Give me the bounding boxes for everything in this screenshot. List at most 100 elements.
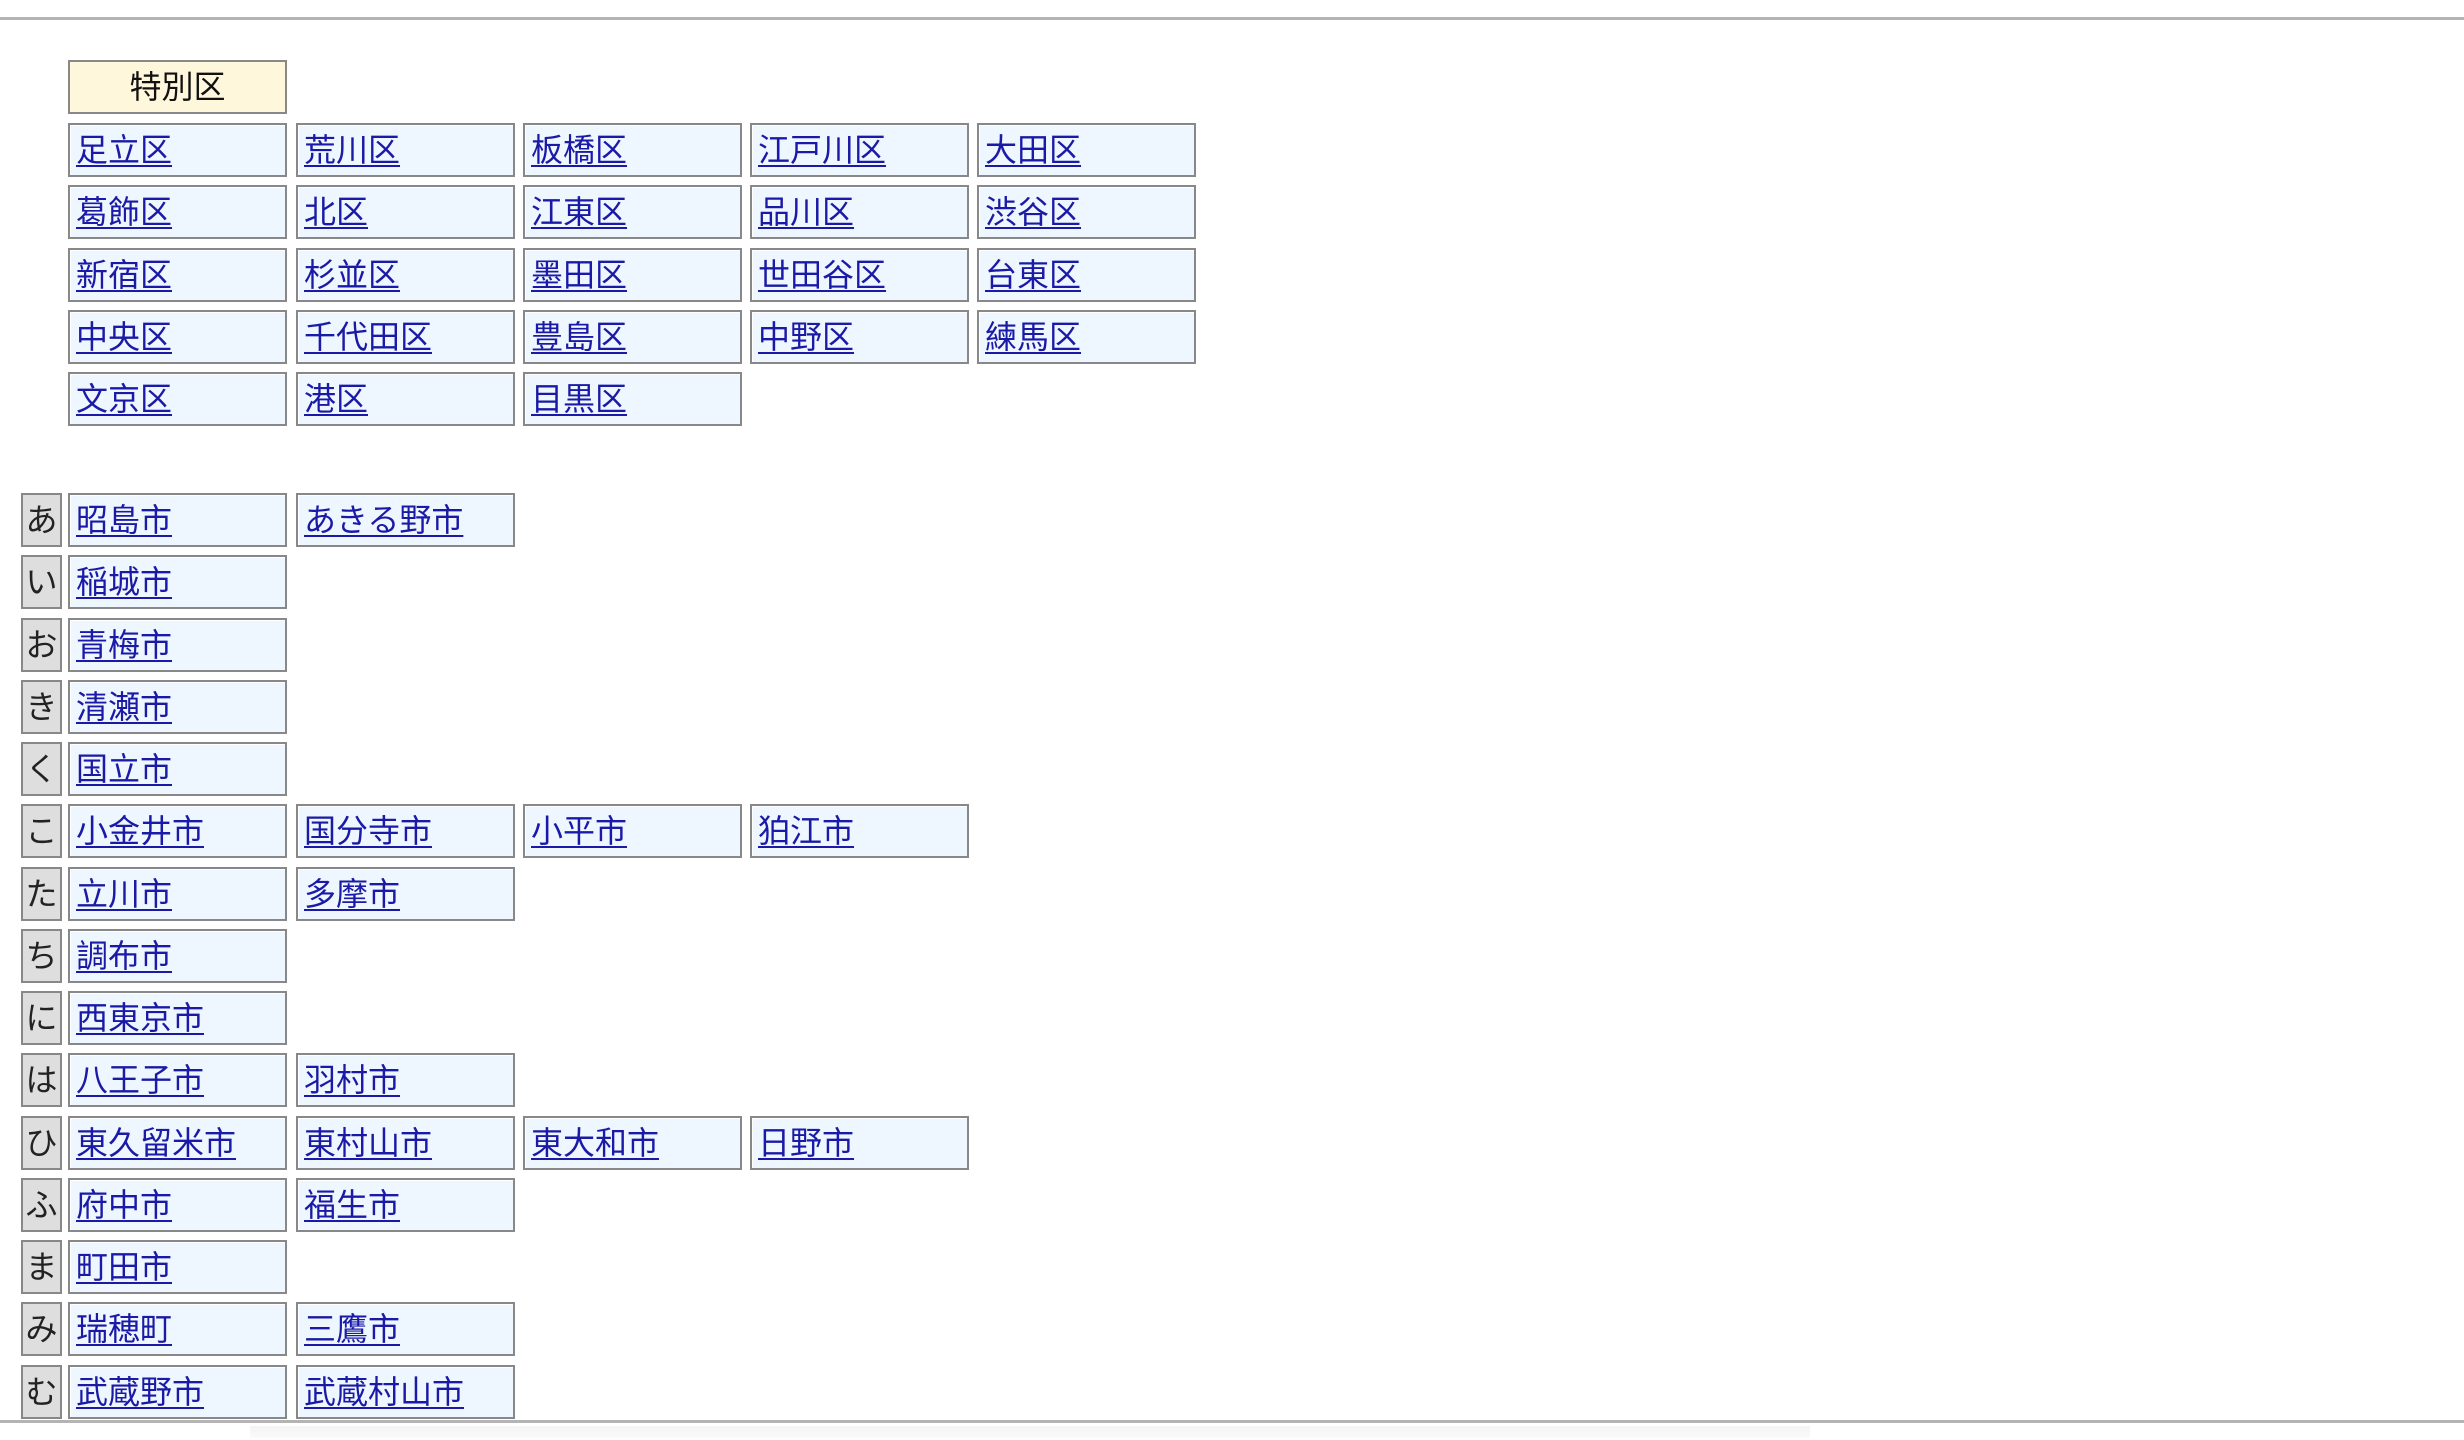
ward-link[interactable]: 荒川区 xyxy=(304,131,401,169)
city-cell: 東久留米市 xyxy=(68,1115,287,1170)
city-cell: 東村山市 xyxy=(296,1115,515,1170)
ward-link[interactable]: 葛飾区 xyxy=(76,193,173,232)
city-link[interactable]: 国分寺市 xyxy=(304,812,433,851)
ward-cell: 文京区 xyxy=(68,372,287,426)
city-link[interactable]: あきる野市 xyxy=(304,501,464,539)
ward-cell: 練馬区 xyxy=(977,309,1196,364)
city-link[interactable]: 小金井市 xyxy=(76,812,205,851)
city-link[interactable]: 青梅市 xyxy=(76,625,173,664)
city-link[interactable]: 八王子市 xyxy=(76,1061,205,1100)
kana-index-label: こ xyxy=(21,804,62,859)
city-cell: 国分寺市 xyxy=(296,804,515,859)
city-cell: 瑞穂町 xyxy=(68,1302,287,1357)
ward-link[interactable]: 大田区 xyxy=(985,131,1082,169)
ward-cell: 品川区 xyxy=(750,185,969,240)
city-link[interactable]: 東村山市 xyxy=(304,1123,433,1162)
city-link[interactable]: 町田市 xyxy=(76,1248,173,1286)
ward-link[interactable]: 板橋区 xyxy=(531,131,628,169)
ward-cell: 江戸川区 xyxy=(750,123,969,177)
ward-link[interactable]: 杉並区 xyxy=(304,255,401,294)
ward-link[interactable]: 港区 xyxy=(304,380,369,418)
ward-cell: 渋谷区 xyxy=(977,185,1196,240)
city-link[interactable]: 狛江市 xyxy=(758,812,855,851)
ward-link[interactable]: 渋谷区 xyxy=(985,193,1082,232)
city-cell: 稲城市 xyxy=(68,555,287,610)
top-divider xyxy=(0,17,2464,20)
ward-cell: 目黒区 xyxy=(523,372,742,426)
ward-link[interactable]: 中野区 xyxy=(758,317,855,356)
ward-link[interactable]: 墨田区 xyxy=(531,255,628,294)
city-link[interactable]: 府中市 xyxy=(76,1185,173,1224)
ward-cell: 葛飾区 xyxy=(68,185,287,240)
city-cell: 青梅市 xyxy=(68,617,287,672)
city-cell: 立川市 xyxy=(68,866,287,921)
city-link[interactable]: 昭島市 xyxy=(76,501,173,539)
ward-link[interactable]: 豊島区 xyxy=(531,317,628,356)
city-link[interactable]: 武蔵野市 xyxy=(76,1372,205,1411)
footer-shadow xyxy=(250,1426,1810,1438)
bottom-divider xyxy=(0,1420,2464,1423)
city-link[interactable]: 武蔵村山市 xyxy=(304,1372,465,1411)
city-cell: 日野市 xyxy=(750,1115,969,1170)
city-link[interactable]: 日野市 xyxy=(758,1123,855,1162)
city-link[interactable]: 東久留米市 xyxy=(76,1123,237,1162)
ward-link[interactable]: 江戸川区 xyxy=(758,131,887,169)
ward-cell: 杉並区 xyxy=(296,247,515,302)
city-cell: 府中市 xyxy=(68,1177,287,1232)
ward-link[interactable]: 中央区 xyxy=(76,317,173,356)
ward-link[interactable]: 北区 xyxy=(304,193,369,232)
ward-cell: 世田谷区 xyxy=(750,247,969,302)
ward-cell: 中野区 xyxy=(750,309,969,364)
ward-cell: 大田区 xyxy=(977,123,1196,177)
kana-index-label: ま xyxy=(21,1240,62,1294)
city-link[interactable]: 多摩市 xyxy=(304,874,401,913)
city-cell: 八王子市 xyxy=(68,1053,287,1108)
city-link[interactable]: 稲城市 xyxy=(76,563,173,602)
city-link[interactable]: 東大和市 xyxy=(531,1123,660,1162)
city-cell: 多摩市 xyxy=(296,866,515,921)
kana-index-label: み xyxy=(21,1302,62,1357)
city-cell: 武蔵野市 xyxy=(68,1364,287,1419)
kana-index-label: お xyxy=(21,617,62,672)
city-cell: 調布市 xyxy=(68,928,287,983)
city-link[interactable]: 三鷹市 xyxy=(304,1310,401,1349)
ward-cell: 北区 xyxy=(296,185,515,240)
city-link[interactable]: 清瀬市 xyxy=(76,687,173,726)
ward-cell: 中央区 xyxy=(68,309,287,364)
city-link[interactable]: 国立市 xyxy=(76,750,173,788)
ward-link[interactable]: 文京区 xyxy=(76,380,173,418)
city-link[interactable]: 立川市 xyxy=(76,874,173,913)
city-link[interactable]: 福生市 xyxy=(304,1185,401,1224)
ward-link[interactable]: 足立区 xyxy=(76,131,173,169)
city-cell: 西東京市 xyxy=(68,991,287,1045)
ward-link[interactable]: 江東区 xyxy=(531,193,628,232)
city-link[interactable]: 小平市 xyxy=(531,812,628,851)
ward-cell: 墨田区 xyxy=(523,247,742,302)
ward-link[interactable]: 新宿区 xyxy=(76,255,173,294)
city-link[interactable]: 瑞穂町 xyxy=(76,1310,173,1349)
kana-index-label: た xyxy=(21,866,62,921)
city-cell: 国立市 xyxy=(68,742,287,796)
kana-index-label: は xyxy=(21,1053,62,1108)
city-cell: 小金井市 xyxy=(68,804,287,859)
ward-cell: 板橋区 xyxy=(523,123,742,177)
ward-link[interactable]: 世田谷区 xyxy=(758,255,887,294)
ward-cell: 江東区 xyxy=(523,185,742,240)
kana-index-label: む xyxy=(21,1364,62,1419)
ward-link[interactable]: 千代田区 xyxy=(304,317,433,356)
ward-cell: 千代田区 xyxy=(296,309,515,364)
ward-link[interactable]: 台東区 xyxy=(985,255,1082,294)
city-link[interactable]: 羽村市 xyxy=(304,1061,401,1100)
city-cell: 東大和市 xyxy=(523,1115,742,1170)
ward-cell: 豊島区 xyxy=(523,309,742,364)
kana-index-label: く xyxy=(21,742,62,796)
ward-link[interactable]: 目黒区 xyxy=(531,380,628,418)
kana-index-label: ち xyxy=(21,928,62,983)
city-cell: あきる野市 xyxy=(296,493,515,547)
kana-index-label: ひ xyxy=(21,1115,62,1170)
kana-index-label: に xyxy=(21,991,62,1045)
ward-link[interactable]: 練馬区 xyxy=(985,317,1082,356)
ward-link[interactable]: 品川区 xyxy=(758,193,855,232)
city-link[interactable]: 西東京市 xyxy=(76,999,205,1037)
city-link[interactable]: 調布市 xyxy=(76,936,173,975)
